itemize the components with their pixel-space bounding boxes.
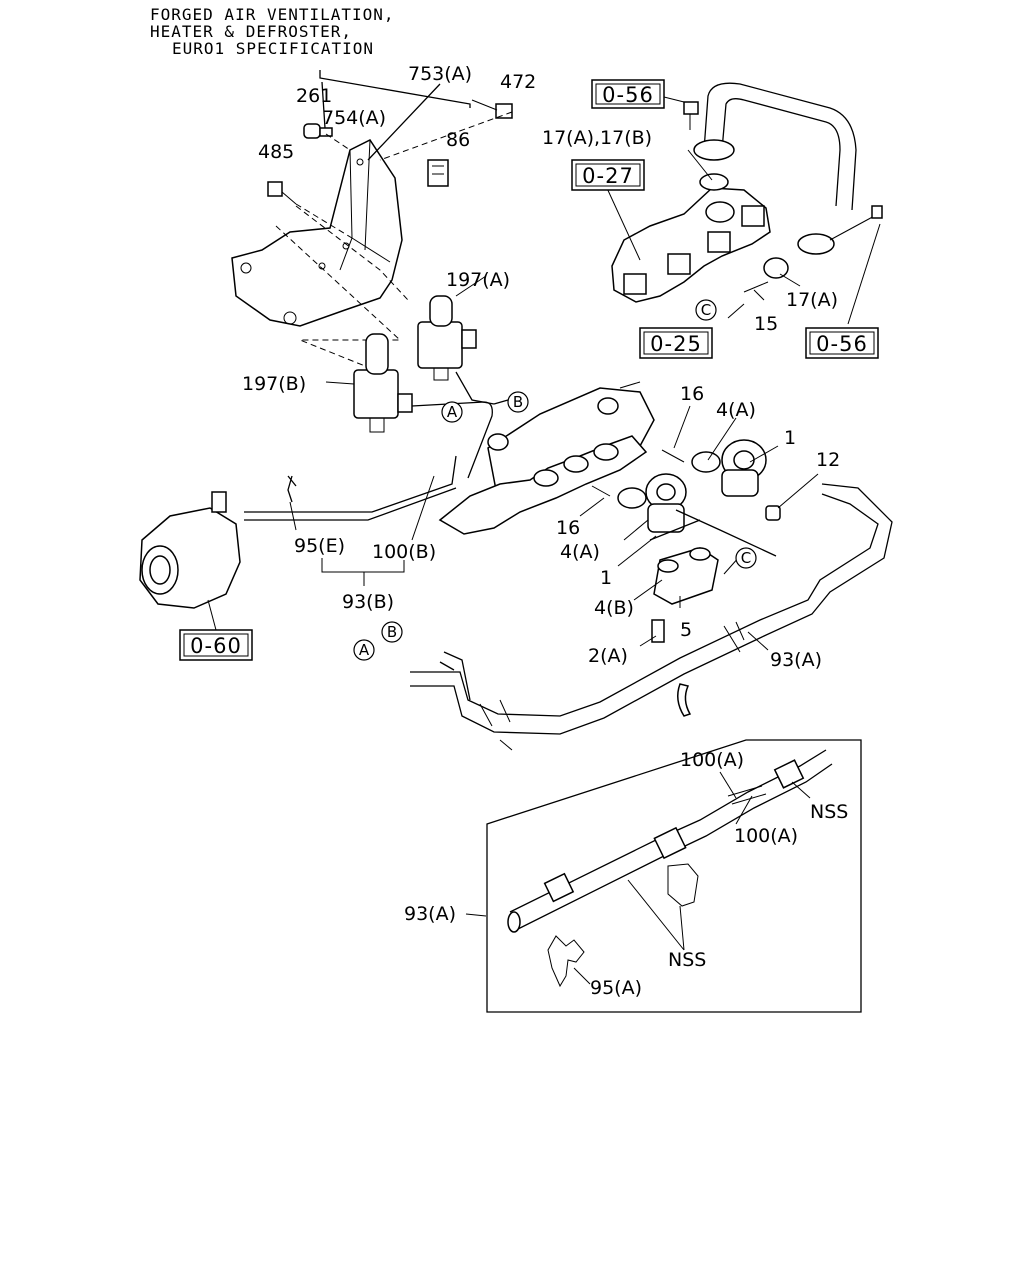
label-nss-2: NSS [668, 949, 706, 971]
label-95a: 95(A) [590, 977, 642, 999]
intake-manifold [438, 387, 655, 535]
vacuum-hose-197a [455, 371, 509, 405]
exhaust-pipe-egr [693, 82, 883, 255]
svg-text:A: A [359, 641, 370, 659]
label-261: 261 [296, 85, 332, 107]
svg-text:0-25: 0-25 [650, 332, 702, 356]
title-line-3: EURO1 SPECIFICATION [172, 39, 375, 58]
detail-inset [486, 683, 862, 1013]
svg-text:A: A [447, 403, 458, 421]
vacuum-hose-197b [411, 401, 493, 479]
ref-box-0-60: 0-60 [179, 629, 253, 661]
svg-text:0-56: 0-56 [816, 332, 868, 356]
exhaust-manifold [611, 187, 771, 303]
svg-text:0-27: 0-27 [582, 164, 634, 188]
label-93a-detail: 93(A) [404, 903, 456, 925]
stud-16-top [661, 449, 685, 463]
label-100b: 100(B) [372, 541, 436, 563]
label-4b: 4(B) [594, 597, 634, 619]
svg-text:C: C [701, 301, 711, 319]
label-485: 485 [258, 141, 294, 163]
svg-text:B: B [387, 623, 397, 641]
label-754a: 754(A) [322, 107, 386, 129]
gasket-17a-lower [763, 257, 789, 279]
label-753a: 753(A) [408, 63, 472, 85]
label-15: 15 [754, 313, 778, 335]
connector-a-upper: A [441, 401, 463, 423]
label-16-bottom: 16 [556, 517, 580, 539]
label-95e: 95(E) [294, 535, 345, 557]
bolt-472 [471, 99, 513, 119]
svg-text:C: C [741, 549, 751, 567]
vacuum-hose-93a [410, 483, 893, 751]
leader-dash-bracket [275, 111, 513, 373]
label-4a-bottom: 4(A) [560, 541, 600, 563]
title-line-2: HEATER & DEFROSTER, [150, 22, 353, 41]
connector-b-lower: B [381, 621, 403, 643]
ref-box-0-56-top: 0-56 [591, 79, 665, 109]
label-17a: 17(A) [786, 289, 838, 311]
svg-text:0-60: 0-60 [190, 634, 242, 658]
label-12: 12 [816, 449, 840, 471]
clip-95e [287, 475, 297, 503]
ref-box-0-27: 0-27 [571, 159, 645, 191]
connector-c-upper: C [695, 299, 717, 321]
label-2a: 2(A) [588, 645, 628, 667]
label-100a-2: 100(A) [734, 825, 798, 847]
connector-a-lower: A [353, 639, 375, 661]
label-86: 86 [446, 129, 470, 151]
label-197b: 197(B) [242, 373, 306, 395]
label-472: 472 [500, 71, 536, 93]
label-5: 5 [680, 619, 692, 641]
label-1-top: 1 [784, 427, 796, 449]
title-line-1: FORGED AIR VENTILATION, [150, 5, 395, 24]
egr-valve-bottom [591, 473, 687, 533]
label-93a: 93(A) [770, 649, 822, 671]
label-nss-1: NSS [810, 801, 848, 823]
connector-c-lower: C [735, 547, 757, 569]
label-17ab: 17(A),17(B) [542, 127, 652, 149]
label-93b: 93(B) [342, 591, 394, 613]
alternator [139, 491, 241, 609]
label-100a-1: 100(A) [680, 749, 744, 771]
solenoid-valve-197a [417, 295, 477, 381]
label-1-bottom: 1 [600, 567, 612, 589]
ref-box-0-56-right: 0-56 [805, 327, 879, 359]
label-16-top: 16 [680, 383, 704, 405]
bolt-top-056 [683, 101, 699, 130]
solenoid-valve-197b [353, 333, 413, 433]
bracket-753-leader [319, 70, 471, 161]
svg-text:0-56: 0-56 [602, 83, 654, 107]
connector-b-upper: B [507, 391, 529, 413]
adapter-plate-5 [651, 547, 719, 643]
alternator-hose [244, 455, 457, 521]
stud-15 [743, 281, 769, 293]
label-197a: 197(A) [446, 269, 510, 291]
bolt-485 [267, 181, 297, 205]
bushing-261 [303, 123, 333, 139]
egr-valve-top [691, 439, 781, 521]
label-4a-top: 4(A) [716, 399, 756, 421]
svg-text:B: B [513, 393, 523, 411]
egr-tube [649, 509, 777, 557]
ref-box-0-25: 0-25 [639, 327, 713, 359]
bracket-assembly [231, 139, 449, 327]
